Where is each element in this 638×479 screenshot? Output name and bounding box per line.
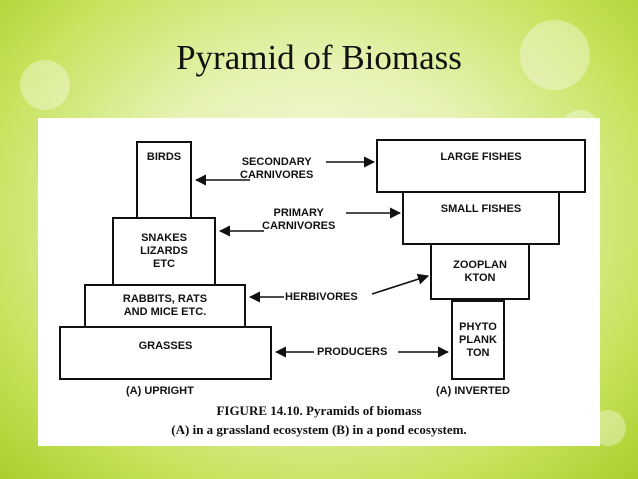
bokeh-light — [20, 60, 70, 110]
upright-level-rabbits-label: RABBITS, RATS AND MICE ETC. — [122, 293, 208, 318]
inverted-level-large-fishes: LARGE FISHES — [376, 139, 586, 193]
trophic-label-herbivores: HERBIVORES — [285, 291, 358, 303]
upright-level-snakes-label: SNAKES LIZARDS ETC — [140, 232, 188, 270]
inverted-level-phytoplankton: PHYTO PLANK TON — [451, 300, 505, 380]
figure-caption-line1: FIGURE 14.10. Pyramids of biomass — [216, 403, 422, 418]
inverted-label: (A) INVERTED — [436, 385, 510, 397]
upright-level-birds: BIRDS — [136, 141, 192, 219]
arrows-layer — [194, 156, 450, 358]
arrow-herbivores-right — [371, 273, 430, 295]
biomass-pyramid-figure: BIRDS SNAKES LIZARDS ETC RABBITS, RATS A… — [38, 118, 600, 446]
upright-level-grasses-label: GRASSES — [138, 340, 193, 352]
upright-level-rabbits: RABBITS, RATS AND MICE ETC. — [84, 284, 246, 328]
upright-level-grasses: GRASSES — [59, 326, 272, 380]
upright-level-birds-label: BIRDS — [146, 151, 182, 163]
inverted-level-large-fishes-label: LARGE FISHES — [440, 151, 522, 163]
trophic-label-primary-carnivores: PRIMARY CARNIVORES — [262, 207, 336, 232]
trophic-label-producers: PRODUCERS — [317, 346, 388, 358]
bokeh-light — [520, 20, 590, 90]
inverted-level-zooplankton: ZOOPLAN KTON — [430, 243, 530, 300]
inverted-level-small-fishes-label: SMALL FISHES — [440, 203, 522, 215]
figure-caption-line2: (A) in a grassland ecosystem (B) in a po… — [171, 422, 467, 437]
upright-label: (A) UPRIGHT — [126, 385, 194, 397]
trophic-label-secondary-carnivores: SECONDARY CARNIVORES — [240, 156, 314, 181]
inverted-level-phytoplankton-label: PHYTO PLANK TON — [459, 320, 497, 359]
inverted-level-zooplankton-label: ZOOPLAN KTON — [453, 258, 507, 284]
slide-title: Pyramid of Biomass — [176, 38, 462, 77]
